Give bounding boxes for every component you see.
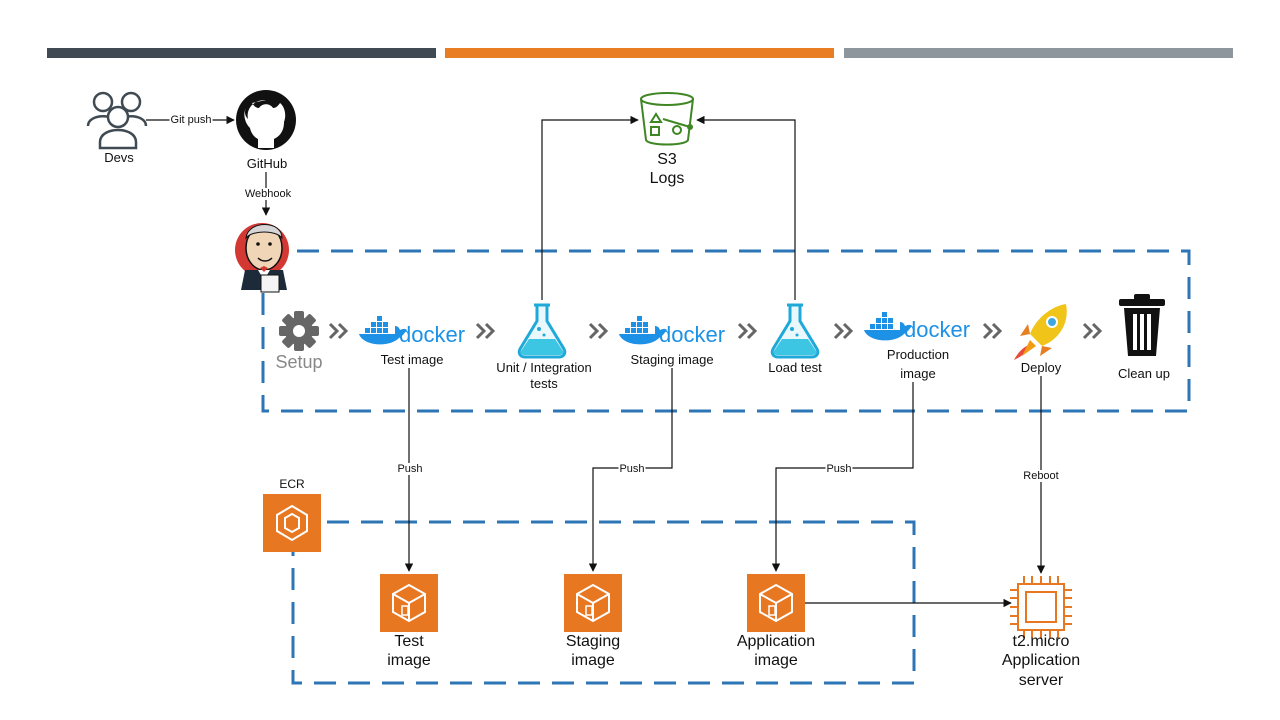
jenkins-butler-icon [235, 223, 289, 293]
push-production-label: Push [825, 463, 853, 475]
staging-image-label: Staging image [630, 352, 714, 367]
server-label-line1: t2.micro [1012, 633, 1070, 650]
ecr-repo-icon-test [379, 573, 439, 633]
unit-tests-label-line2: tests [530, 376, 558, 391]
ecr-label: ECR [279, 477, 305, 491]
docker-wordmark-staging: docker [659, 322, 725, 347]
header-bar-gray [844, 48, 1233, 58]
deploy-label: Deploy [1020, 360, 1062, 375]
git-push-label: Git push [169, 114, 213, 126]
production-image-label-line1: Production [886, 347, 950, 362]
chevron-icon-4 [737, 322, 757, 340]
s3-label: S3 [657, 151, 677, 168]
reboot-label: Reboot [1022, 470, 1060, 482]
devs-label: Devs [104, 150, 134, 165]
push-staging-label: Push [618, 463, 646, 475]
chevron-icon-2 [475, 322, 495, 340]
chevron-icon-5 [833, 322, 853, 340]
setup-label: Setup [275, 352, 323, 372]
ecr-repo-application-line1: Application [736, 633, 816, 650]
ecr-repo-staging-line2: image [571, 652, 615, 669]
edge-load-test-to-s3 [696, 115, 796, 300]
load-test-label: Load test [768, 360, 822, 375]
server-label-line3: server [1018, 672, 1064, 689]
chevron-icon-3 [588, 322, 608, 340]
test-image-label: Test image [380, 352, 444, 367]
github-label: GitHub [246, 156, 288, 171]
ec2-chip-icon [1010, 576, 1072, 638]
flask-icon-unit-tests [517, 303, 567, 359]
chevron-icon-7 [1082, 322, 1102, 340]
edge-unit-tests-to-s3 [541, 115, 639, 300]
ecr-repo-icon-application [746, 573, 806, 633]
unit-tests-label-line1: Unit / Integration [496, 360, 592, 375]
push-test-label: Push [396, 463, 424, 475]
docker-wordmark-test: docker [399, 322, 465, 347]
ecr-repo-staging-line1: Staging [565, 633, 621, 650]
rocket-icon [1014, 304, 1067, 360]
chevron-icon-6 [982, 322, 1002, 340]
jenkins-pipeline-box [261, 249, 1191, 413]
server-label-line2: Application [1001, 652, 1081, 669]
github-icon [236, 90, 296, 150]
s3-bucket-icon [640, 92, 694, 146]
ecr-repo-application-line2: image [754, 652, 798, 669]
ecr-repo-test-line2: image [387, 652, 431, 669]
header-bar-orange [445, 48, 834, 58]
ecr-service-icon [263, 494, 321, 552]
devs-icon [86, 91, 148, 150]
gear-icon [279, 311, 319, 351]
chevron-icon-1 [328, 322, 348, 340]
webhook-label: Webhook [243, 188, 293, 200]
clean-up-label: Clean up [1117, 366, 1171, 381]
flask-icon-load-test [770, 303, 820, 359]
s3-logs-label: Logs [649, 170, 685, 187]
docker-wordmark-production: docker [904, 317, 970, 342]
ecr-repo-icon-staging [563, 573, 623, 633]
production-image-label-line2: image [900, 366, 936, 381]
ecr-repo-test-line1: Test [394, 633, 424, 650]
trash-icon [1119, 294, 1165, 356]
header-bar-dark [47, 48, 436, 58]
